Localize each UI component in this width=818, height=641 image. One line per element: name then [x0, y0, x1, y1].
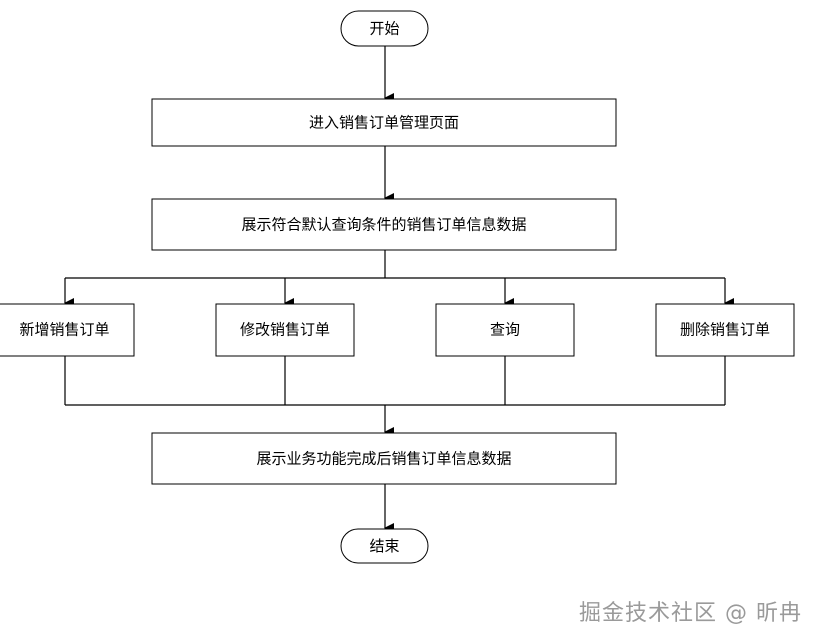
- node-show-after-label: 展示业务功能完成后销售订单信息数据: [256, 450, 511, 468]
- node-enter-page-label: 进入销售订单管理页面: [309, 114, 459, 132]
- node-add-order-label: 新增销售订单: [19, 321, 109, 339]
- node-delete-order-label: 删除销售订单: [680, 321, 770, 339]
- node-query-label: 查询: [490, 321, 520, 339]
- node-show-default-label: 展示符合默认查询条件的销售订单信息数据: [241, 216, 526, 234]
- node-end: 结束: [340, 528, 429, 564]
- node-end-label: 结束: [369, 537, 399, 555]
- node-delete-order: 删除销售订单: [655, 303, 795, 357]
- node-show-default: 展示符合默认查询条件的销售订单信息数据: [151, 198, 617, 251]
- node-start: 开始: [340, 10, 429, 47]
- node-show-after: 展示业务功能完成后销售订单信息数据: [151, 432, 617, 485]
- flow-edges: [64, 46, 734, 533]
- node-query: 查询: [435, 303, 575, 357]
- node-add-order: 新增销售订单: [0, 303, 135, 357]
- node-edit-order-label: 修改销售订单: [240, 321, 330, 339]
- watermark: 掘金技术社区 @ 昕冉: [579, 601, 802, 626]
- node-enter-page: 进入销售订单管理页面: [151, 98, 617, 147]
- node-edit-order: 修改销售订单: [215, 303, 355, 357]
- node-start-label: 开始: [369, 20, 399, 38]
